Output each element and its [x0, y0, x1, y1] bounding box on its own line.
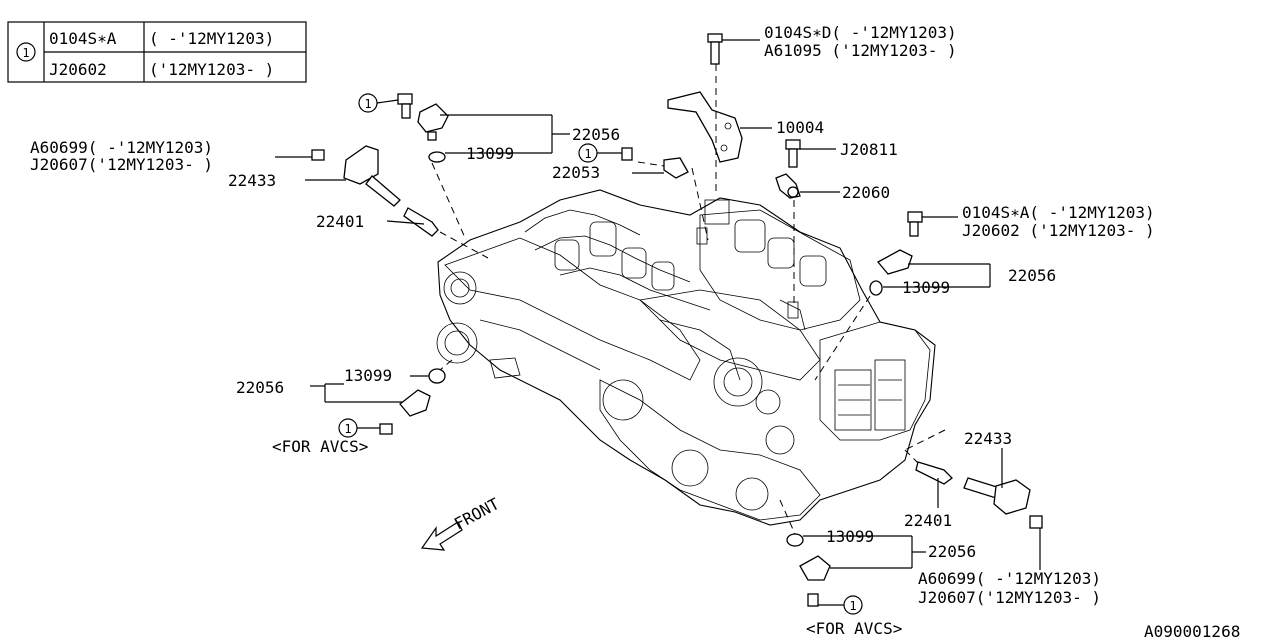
- label-right-bolt-b: J20602 ('12MY1203- ): [962, 221, 1155, 240]
- label-sensor-22053: 22053: [552, 163, 600, 182]
- label-oring-right: 13099: [902, 278, 950, 297]
- bracket: [667, 91, 772, 163]
- label-bracket: 10004: [776, 118, 824, 137]
- cam-sensor-lower-left: [310, 368, 446, 435]
- label-oring-lower-left: 13099: [344, 366, 392, 385]
- label-for-avcs-left: <FOR AVCS>: [272, 437, 368, 456]
- diagram-id: A090001268: [1144, 622, 1240, 640]
- label-right-bolt-a: 0104S∗A( -'12MY1203): [962, 203, 1155, 222]
- front-label: FRONT: [451, 494, 503, 534]
- label-sensor-22060: 22060: [842, 183, 890, 202]
- label-plug-left: 22401: [316, 212, 364, 231]
- label-for-avcs-bottom: <FOR AVCS>: [806, 619, 902, 638]
- ref-markers: 1 1 1 1: [338, 93, 863, 615]
- ignition-coil-left: [275, 145, 439, 237]
- sensor-22053: [621, 147, 689, 179]
- ref-marker-4: 1: [849, 599, 856, 613]
- engine-block: [436, 189, 936, 526]
- ref-marker-1: 1: [364, 97, 371, 111]
- label-top-bolt-a: 0104S∗D( -'12MY1203): [764, 23, 957, 42]
- label-coil-bolt-right-b: J20607('12MY1203- ): [918, 588, 1101, 607]
- label-top-bolt-b: A61095 ('12MY1203- ): [764, 41, 957, 60]
- label-coil-right: 22433: [964, 429, 1012, 448]
- top-bolt: [707, 33, 760, 65]
- label-plug-right: 22401: [904, 511, 952, 530]
- label-coil-bolt-left-b: J20607('12MY1203- ): [30, 155, 213, 174]
- sensor-22060: [775, 173, 840, 199]
- label-bolt-j20811: J20811: [840, 140, 898, 159]
- label-cam-sensor-right: 22056: [1008, 266, 1056, 285]
- label-coil-bolt-right-a: A60699( -'12MY1203): [918, 569, 1101, 588]
- cam-sensor-upper-left: [397, 93, 570, 163]
- ref-marker-3: 1: [344, 422, 351, 436]
- label-coil-bolt-left-a: A60699( -'12MY1203): [30, 138, 213, 157]
- assembly-lines: [431, 64, 946, 535]
- legend-row2-range: ('12MY1203- ): [149, 60, 274, 79]
- label-cam-sensor-bottom: 22056: [928, 542, 976, 561]
- front-arrow: FRONT: [420, 494, 503, 551]
- legend-row1-range: ( -'12MY1203): [149, 29, 274, 48]
- label-oring-upper-left: 13099: [466, 144, 514, 163]
- legend-marker: 1: [22, 46, 29, 60]
- cam-sensor-bottom: [786, 533, 926, 607]
- legend-table: 1 0104S∗A ( -'12MY1203) J20602 ('12MY120…: [7, 21, 307, 83]
- ref-marker-2: 1: [584, 147, 591, 161]
- ref-circle-icon: [16, 42, 36, 62]
- cam-sensor-right: [869, 211, 991, 296]
- ignition-coil-right: [915, 448, 1043, 570]
- label-coil-left: 22433: [228, 171, 276, 190]
- label-oring-bottom: 13099: [826, 527, 874, 546]
- label-cam-sensor-upper-left: 22056: [572, 125, 620, 144]
- label-cam-sensor-lower-left: 22056: [236, 378, 284, 397]
- part-labels: 0104S∗D( -'12MY1203) A61095 ('12MY1203- …: [30, 23, 1240, 640]
- legend-row2-part: J20602: [49, 60, 107, 79]
- legend-row1-part: 0104S∗A: [49, 29, 117, 48]
- bolt-j20811: [785, 139, 836, 168]
